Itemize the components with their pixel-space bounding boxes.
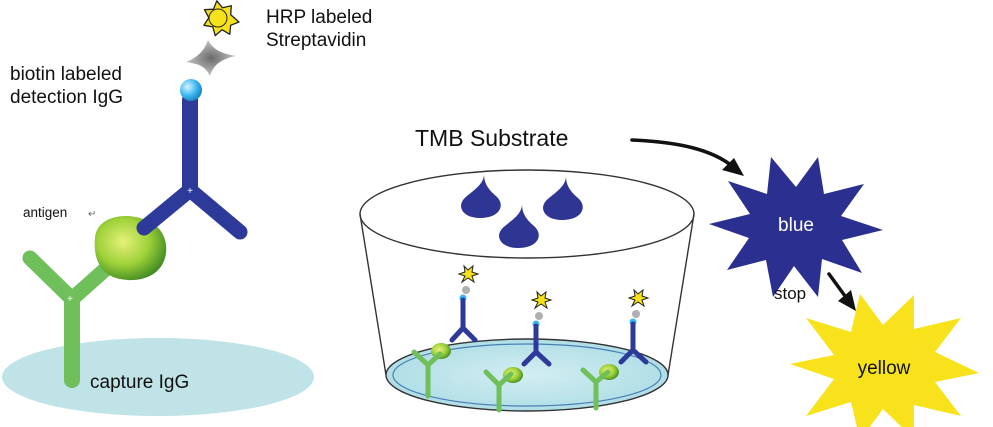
- biotin-ball: [180, 79, 202, 101]
- blue-burst: [709, 157, 883, 297]
- tmb-drop-1: [461, 174, 501, 218]
- well-complex-1: [411, 264, 480, 399]
- hrp-label-line1: HRP labeled: [266, 7, 372, 28]
- yellow-label: yellow: [858, 358, 911, 379]
- well-complex-2: [483, 290, 553, 413]
- tmb-label: TMB Substrate: [415, 125, 568, 151]
- stop-label: stop: [774, 284, 806, 303]
- biotin-label-line2: detection IgG: [10, 87, 123, 108]
- stop-arrow: [827, 272, 847, 298]
- blue-label: blue: [778, 215, 814, 236]
- hrp-sun-icon: [203, 0, 240, 37]
- tmb-drop-3: [499, 204, 539, 248]
- svg-text:+: +: [67, 294, 73, 305]
- yellow-burst: [790, 294, 979, 427]
- return-mark: ↵: [88, 209, 96, 220]
- antigen-label: antigen: [23, 205, 67, 220]
- hrp-label-line2: Streptavidin: [266, 30, 366, 51]
- detection-antibody: [136, 92, 248, 240]
- tmb-drop-2: [543, 176, 583, 220]
- svg-text:+: +: [187, 186, 193, 197]
- well-panel: TMB Substrate: [359, 125, 695, 413]
- tmb-to-blue-arrow: [630, 138, 734, 168]
- well-cup: [359, 213, 695, 376]
- biotin-label-line1: biotin labeled: [10, 64, 122, 85]
- result-panel: blue stop yellow: [630, 138, 979, 427]
- well-complex-3: [580, 288, 650, 411]
- capture-label: capture IgG: [90, 372, 189, 393]
- streptavidin-shape: [186, 40, 236, 76]
- left-panel: + + HRP labeled Streptavidin biotin labe…: [2, 0, 372, 416]
- well-rim: [359, 169, 695, 259]
